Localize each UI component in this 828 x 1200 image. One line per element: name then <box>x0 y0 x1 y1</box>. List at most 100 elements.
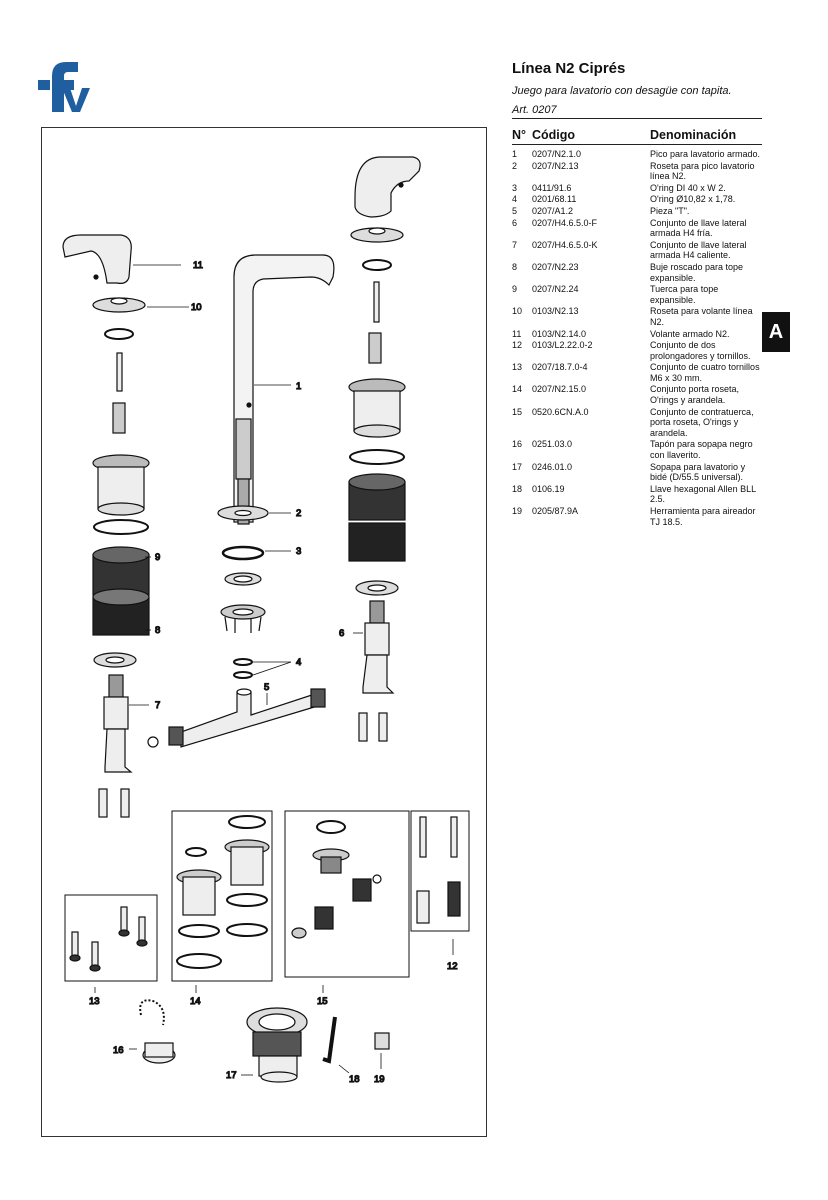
row-denomination: Conjunto de llave lateral armada H4 fría… <box>650 217 747 239</box>
row-number: 17 <box>512 461 523 472</box>
callout-16: 16 <box>113 1045 124 1056</box>
exploded-diagram-frame <box>41 127 487 1137</box>
row-code: 0520.6CN.A.0 <box>532 406 589 417</box>
row-code: 0207/A1.2 <box>532 205 574 216</box>
row-code: 0251.03.0 <box>532 439 573 450</box>
parts-table-row: 4 0201/68.11 O'ring Ø10,82 x 1,78. <box>512 194 762 205</box>
left-nut-part <box>92 546 150 596</box>
row-code: 0246.01.0 <box>532 461 573 472</box>
row-denomination: O'ring Ø10,82 x 1,78. <box>650 194 736 205</box>
row-code: 0103/N2.14.0 <box>532 328 587 339</box>
row-denomination: Pieza "T". <box>650 205 690 216</box>
row-code: 0207/N2.1.0 <box>532 149 582 159</box>
right-nut-part <box>348 473 406 562</box>
row-number: 8 <box>512 261 518 272</box>
row-denomination: Conjunto porta roseta, O'rings y arandel… <box>650 384 740 406</box>
box-12 <box>410 810 470 932</box>
row-denomination: Tapón para sopapa negro con llaverito. <box>650 439 753 461</box>
aerator-tool-part <box>374 1032 390 1050</box>
box-13 <box>64 894 158 982</box>
parts-table-row: 1 0207/N2.1.0 Pico para lavatorio armado. <box>512 149 762 160</box>
parts-table-row: 17 0246.01.0 Sopapa para lavatorio y bidé … <box>512 462 762 483</box>
parts-table-row: 19 0205/87.9A Herramienta para aireador TJ… <box>512 506 762 527</box>
row-code: 0205/87.9A <box>532 506 579 516</box>
right-valve-part <box>362 600 395 694</box>
extensions-part <box>416 816 461 924</box>
callout-17: 17 <box>226 1070 237 1081</box>
callout-leaders <box>94 264 454 1076</box>
row-code: 0207/N2.23 <box>532 261 579 272</box>
parts-table-body: 1 0207/N2.1.0 Pico para lavatorio armado. 2… <box>512 149 762 527</box>
callout-13: 13 <box>89 996 100 1007</box>
row-number: 2 <box>512 160 518 171</box>
callout-12: 12 <box>447 961 458 972</box>
right-handle-part <box>354 156 421 218</box>
row-number: 15 <box>512 406 523 417</box>
spout-part <box>233 254 335 525</box>
callout-6: 6 <box>339 628 344 639</box>
row-denomination: Sopapa para lavatorio y bidé (D/55.5 uni… <box>650 461 746 483</box>
row-code: 0207/N2.24 <box>532 284 579 295</box>
row-code: 0207/18.7.0-4 <box>532 362 588 373</box>
exploded-diagram: 11 10 1 2 3 4 5 9 8 7 6 12 13 14 15 16 1… <box>62 156 470 1086</box>
callout-4: 4 <box>296 657 301 668</box>
row-code: 0207/N2.15.0 <box>532 384 587 395</box>
rosette-holder-part <box>176 815 270 969</box>
row-number: 10 <box>512 306 523 317</box>
callout-11: 11 <box>193 260 203 271</box>
row-denomination: Herramienta para aireador TJ 18.5. <box>650 506 756 527</box>
row-code: 0106.19 <box>532 483 565 494</box>
row-number: 11 <box>512 328 522 339</box>
callout-2: 2 <box>296 508 301 519</box>
spout-base-part <box>220 604 266 633</box>
document-subtitle: Juego para lavatorio con desagüe con tap… <box>512 85 732 97</box>
row-code: 0411/91.6 <box>532 182 572 193</box>
row-code: 0201/68.11 <box>532 194 577 205</box>
drain-part <box>246 1007 308 1083</box>
row-number: 19 <box>512 506 523 516</box>
callout-19: 19 <box>374 1074 385 1085</box>
section-tab: A <box>762 312 790 352</box>
box-15 <box>284 810 410 978</box>
row-number: 16 <box>512 439 523 450</box>
article-number: Art. 0207 <box>512 104 557 116</box>
header-rule <box>512 118 762 119</box>
right-bushing-part <box>348 378 406 438</box>
row-denomination: Conjunto de llave lateral armada H4 cali… <box>650 239 747 261</box>
plug-part <box>139 999 176 1064</box>
callout-9: 9 <box>155 552 160 563</box>
row-number: 13 <box>512 362 523 373</box>
oring-part <box>221 545 265 561</box>
parts-table-row: 5 0207/A1.2 Pieza "T". <box>512 206 762 217</box>
row-number: 4 <box>512 194 518 205</box>
row-number: 1 <box>512 149 518 159</box>
row-code: 0103/L2.22.0-2 <box>532 340 593 351</box>
fv-logo <box>38 62 90 112</box>
row-denomination: Conjunto de contratuerca, porta roseta, … <box>650 406 754 438</box>
left-bushing-part <box>92 454 150 516</box>
callout-10: 10 <box>191 302 202 313</box>
box-14 <box>171 810 273 982</box>
screws-part <box>69 906 148 972</box>
row-number: 6 <box>512 217 518 228</box>
parts-table-row: 2 0207/N2.13 Roseta para pico lavatorio lí… <box>512 161 762 182</box>
row-denomination: Pico para lavatorio armado. <box>650 149 761 159</box>
row-denomination: Llave hexagonal Allen BLL 2.5. <box>650 483 756 505</box>
row-denomination: O'ring DI 40 x W 2. <box>650 182 726 193</box>
row-code: 0207/N2.13 <box>532 160 579 171</box>
row-denomination: Roseta para pico lavatorio línea N2. <box>650 160 755 182</box>
callout-7: 7 <box>155 700 160 711</box>
row-number: 5 <box>512 205 518 216</box>
row-code: 0103/N2.13 <box>532 306 579 317</box>
row-denomination: Tuerca para tope expansible. <box>650 284 719 305</box>
